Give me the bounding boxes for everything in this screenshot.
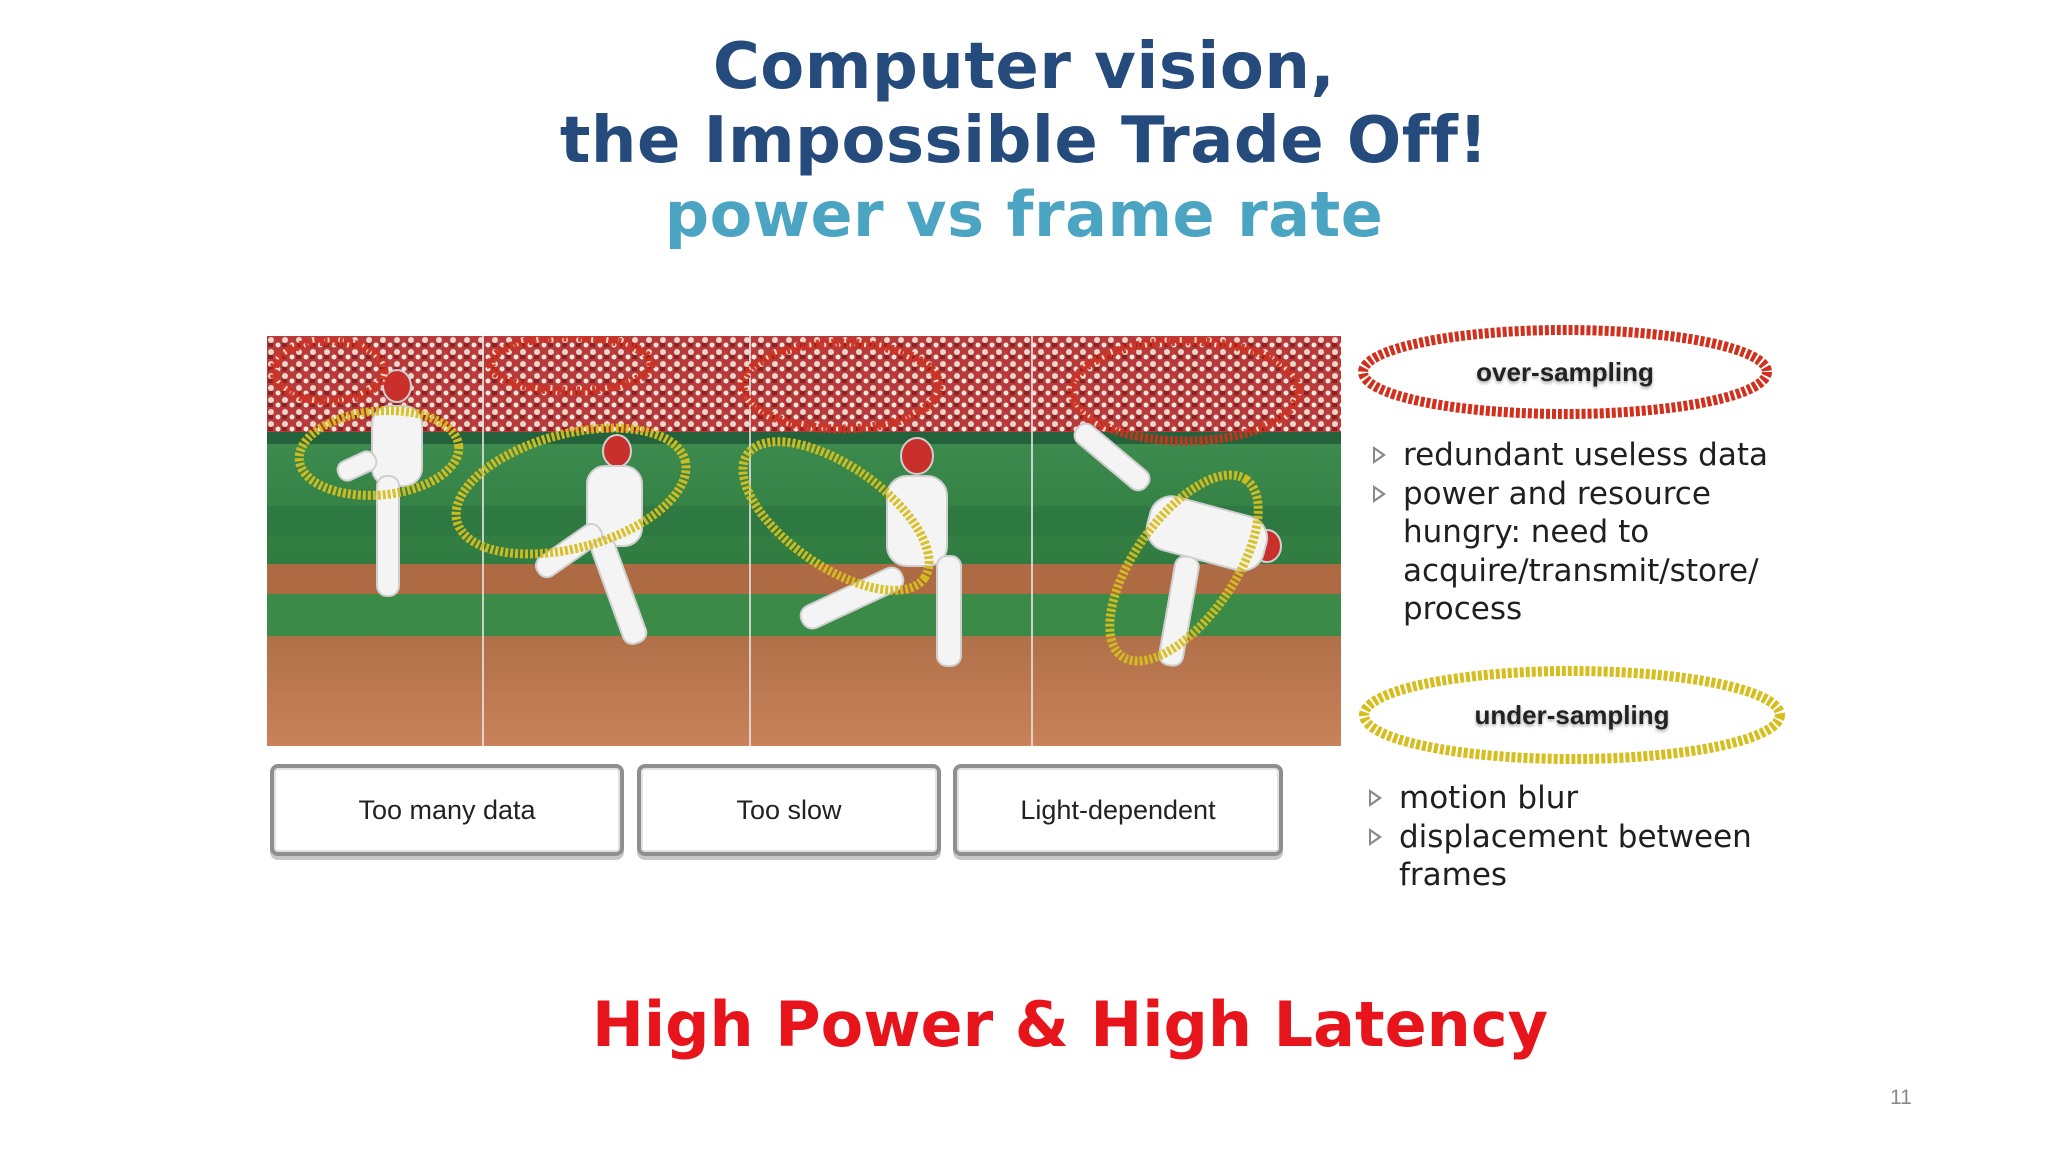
over-sampling-label: over-sampling — [1476, 356, 1654, 387]
bullet-text: displacement between frames — [1399, 818, 1752, 894]
label-too-slow: Too slow — [637, 764, 941, 856]
slide-conclusion: High Power & High Latency — [591, 988, 1548, 1061]
under-sampling-label: under-sampling — [1474, 699, 1670, 730]
pitcher-sequence-photo — [267, 336, 1341, 746]
under-sampling-bullet-list: motion blur displacement between frames — [1369, 779, 1789, 895]
label-too-many-data: Too many data — [270, 764, 624, 856]
list-item: power and resource hungry: need to acqui… — [1373, 475, 1793, 629]
over-sampling-badge: over-sampling — [1355, 322, 1775, 422]
bullet-arrow-icon — [1373, 484, 1386, 503]
slide-subtitle: power vs frame rate — [664, 178, 1384, 251]
bullet-text: motion blur — [1399, 780, 1579, 816]
label-light-dependent: Light-dependent — [953, 764, 1283, 856]
bullet-text: power and resource hungry: need to acqui… — [1403, 475, 1759, 628]
bullet-arrow-icon — [1373, 446, 1386, 464]
slide-title-line-1: Computer vision, — [712, 30, 1336, 104]
list-item: redundant useless data — [1373, 436, 1793, 475]
bullet-arrow-icon — [1369, 789, 1382, 807]
bullet-text: redundant useless data — [1403, 437, 1768, 473]
over-sampling-bullet-list: redundant useless data power and resourc… — [1373, 436, 1793, 629]
list-item: displacement between frames — [1369, 818, 1789, 895]
page-number: 11 — [1890, 1086, 1912, 1109]
bullet-arrow-icon — [1369, 827, 1382, 846]
slide-title-line-2: the Impossible Trade Off! — [559, 104, 1489, 178]
under-sampling-badge: under-sampling — [1355, 662, 1789, 768]
list-item: motion blur — [1369, 779, 1789, 818]
